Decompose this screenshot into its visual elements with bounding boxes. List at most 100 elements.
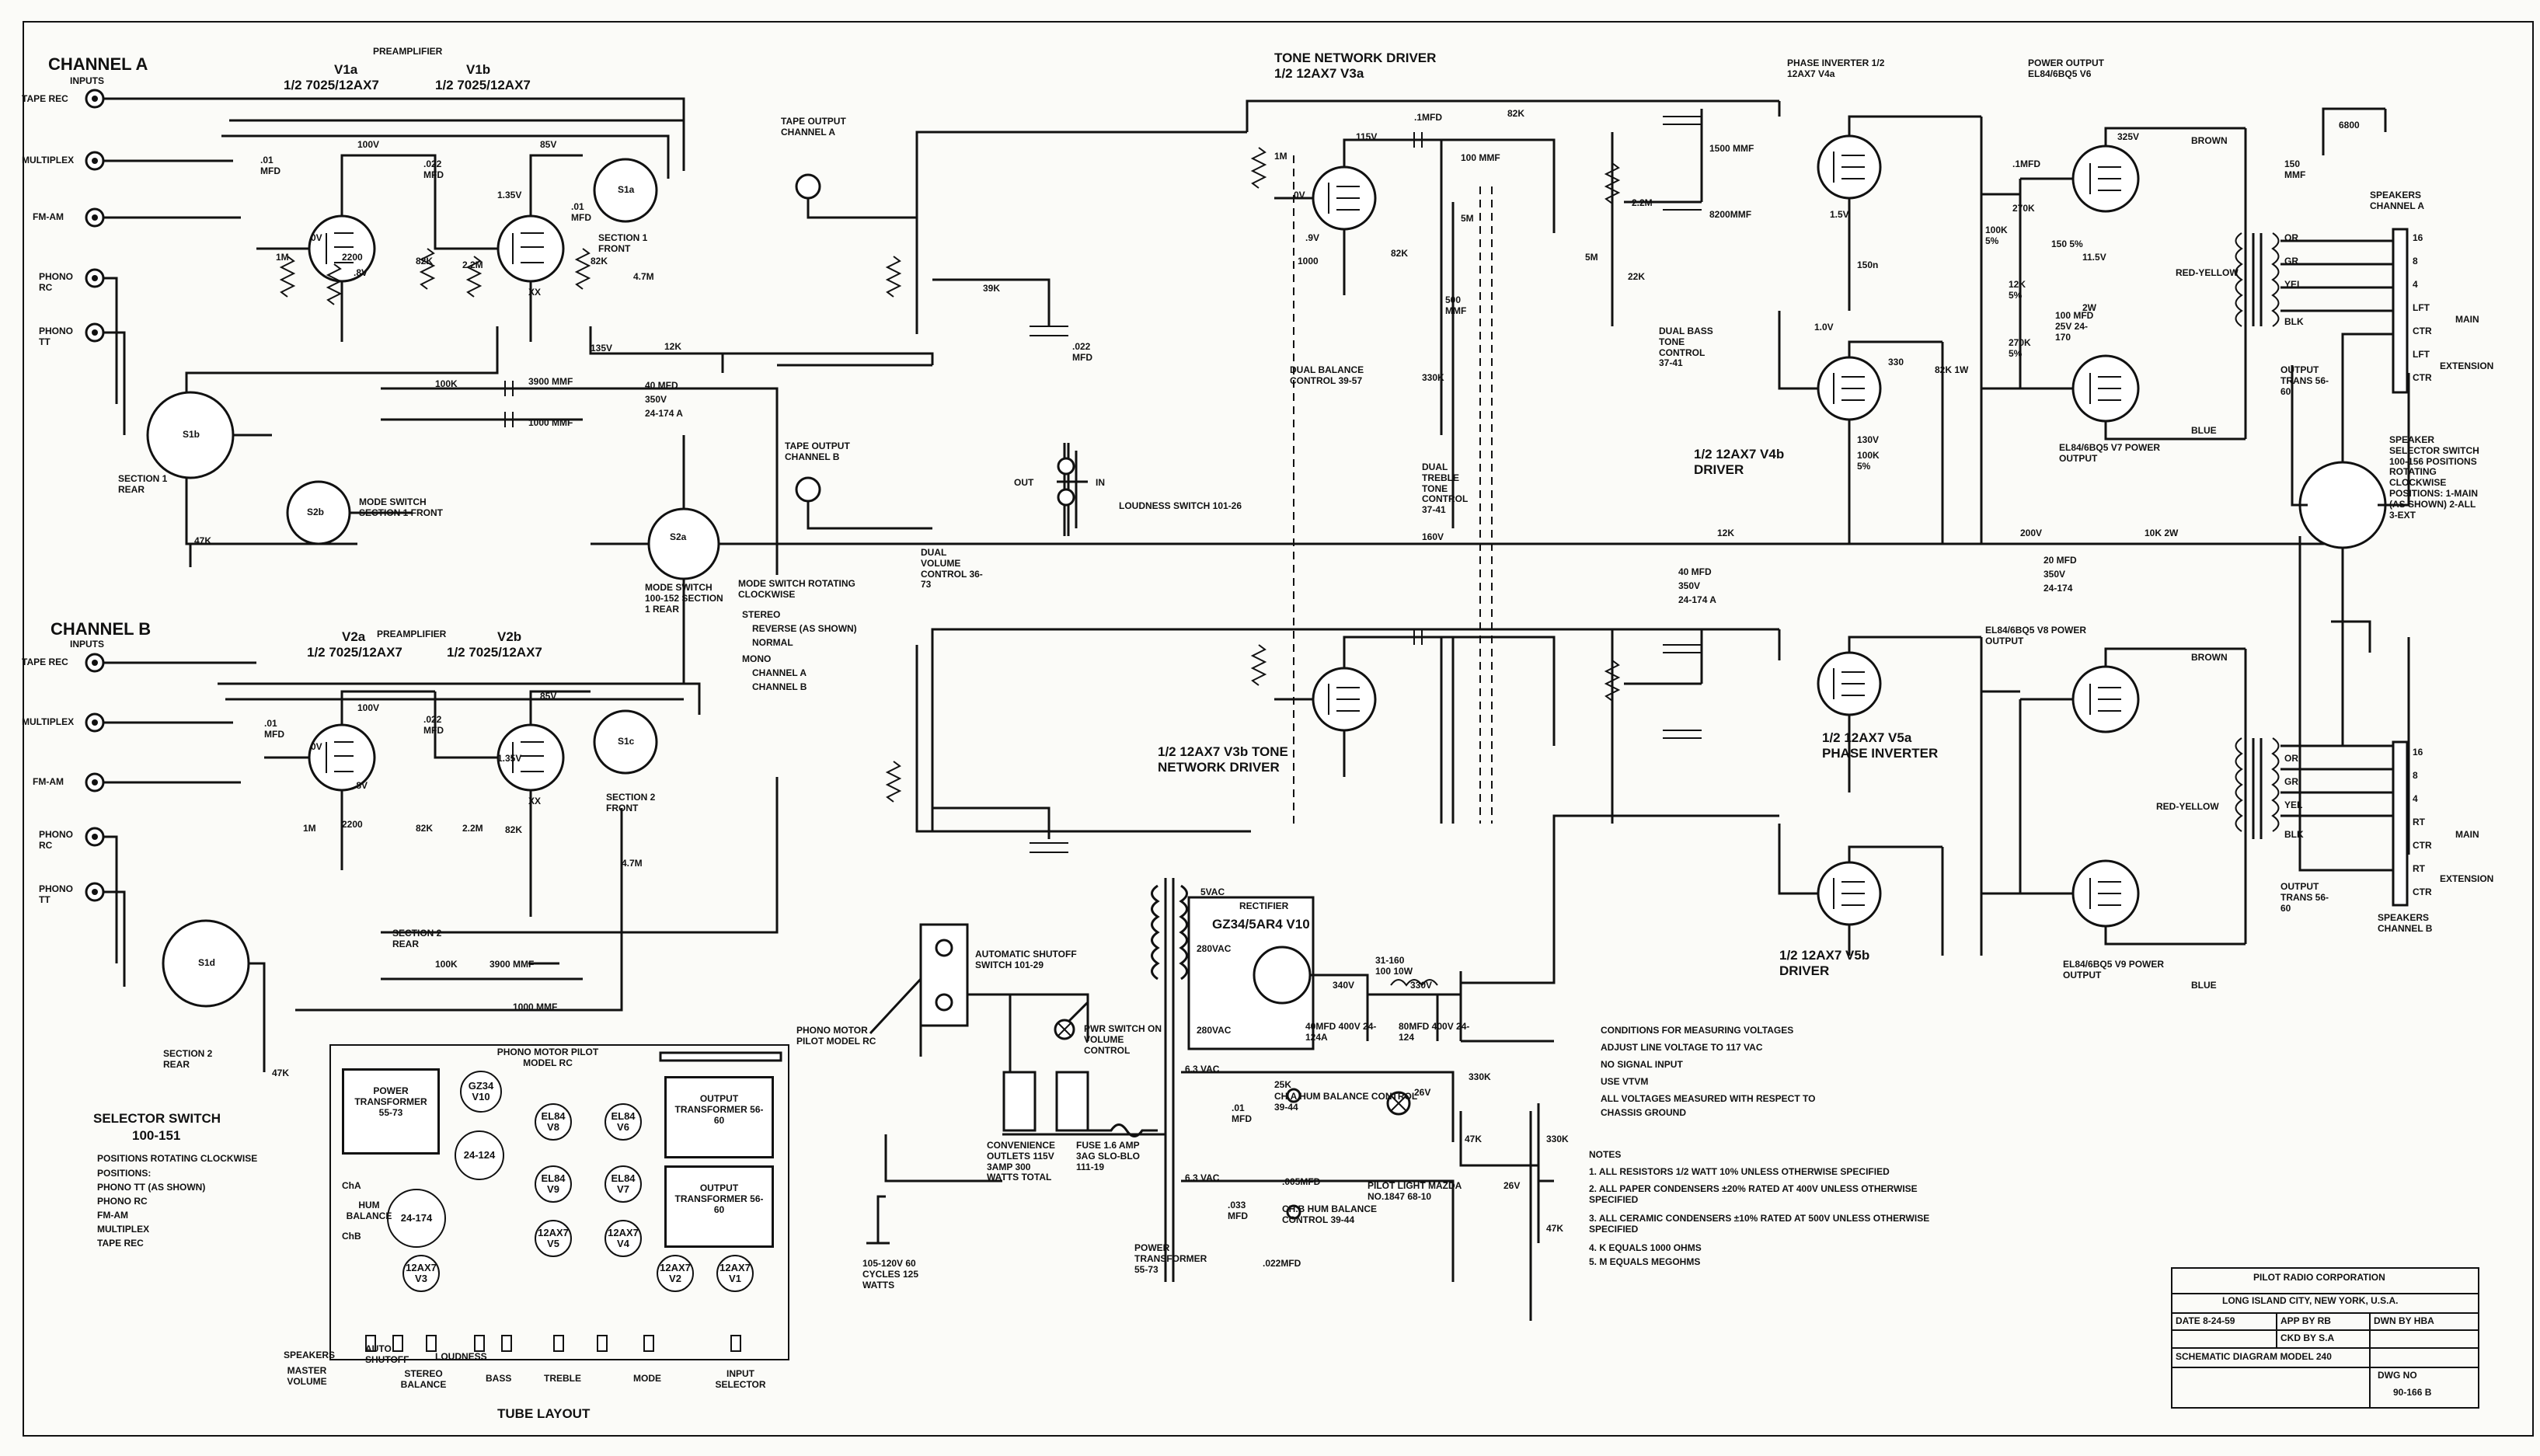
tube-v1b: [497, 214, 565, 283]
knob-bass[interactable]: [553, 1335, 564, 1352]
spk-b-16[interactable]: 16: [2413, 747, 2423, 758]
channel-a-input-phono-rc[interactable]: PHONO RC: [39, 271, 74, 293]
notes-title: NOTES: [1589, 1149, 1622, 1160]
r-tone-a3: 2.2M: [1632, 197, 1653, 208]
selector-line-7: TAPE REC: [97, 1238, 144, 1249]
c-20mfd: 20 MFD: [2043, 555, 2077, 566]
knob-treble[interactable]: [597, 1335, 608, 1352]
layout-tube-v8: EL84 V8: [535, 1103, 572, 1141]
v1b-cathode-v: 1.35V: [497, 190, 522, 200]
c-40mfd: 40 MFD: [645, 380, 678, 391]
spk-b-rt-ext[interactable]: RT: [2413, 863, 2425, 874]
spk-a-4[interactable]: 4: [2413, 279, 2418, 290]
speakers-b-label: SPEAKERS CHANNEL B: [2378, 912, 2433, 934]
channel-b-input-phono-tt[interactable]: PHONO TT: [39, 883, 74, 905]
c-3900-b: 3900 MMF: [490, 959, 535, 970]
knob-input-selector[interactable]: [730, 1335, 741, 1352]
v1a-cathode-v: .8V: [354, 267, 368, 278]
layout-output-transformer-2: OUTPUT TRANSFORMER 56-60: [664, 1165, 774, 1248]
channel-a-input-tape[interactable]: TAPE REC: [22, 93, 68, 104]
title-date: DATE 8-24-59: [2176, 1315, 2235, 1326]
r-47k-ps2: 47K: [1546, 1223, 1564, 1234]
automatic-shutoff-label[interactable]: AUTOMATIC SHUTOFF SWITCH 101-29: [975, 949, 1077, 970]
wire-yel-a: YEL: [2284, 279, 2303, 290]
channel-b-rear-section: SECTION 2 REAR: [392, 928, 442, 949]
knob-master-volume[interactable]: [426, 1335, 437, 1352]
r-100k-a: 100K: [435, 378, 458, 389]
fuse-label: FUSE 1.6 AMP 3AG SLO-BLO 111-19: [1076, 1140, 1141, 1172]
conditions-line-4: ALL VOLTAGES MEASURED WITH RESPECT TO: [1601, 1093, 1816, 1104]
c-01-ps: .01 MFD: [1232, 1102, 1252, 1124]
mode-pos-mono: MONO: [742, 653, 772, 664]
c-out-a: .01 MFD: [571, 201, 591, 223]
conditions-title: CONDITIONS FOR MEASURING VOLTAGES: [1601, 1025, 1794, 1036]
r-tone-a1: 82K: [1507, 108, 1525, 119]
pwr-switch-label[interactable]: PWR SWITCH ON VOLUME CONTROL: [1084, 1023, 1162, 1056]
r-tone-a8: 1000: [1298, 256, 1319, 266]
channel-a-input-multiplex[interactable]: MULTIPLEX: [22, 155, 75, 165]
control-stereo-balance: STEREO BALANCE: [400, 1368, 447, 1390]
r-out-a: 4.7M: [633, 271, 654, 282]
knob-speakers[interactable]: [365, 1335, 376, 1352]
channel-b-input-multiplex[interactable]: MULTIPLEX: [22, 716, 75, 727]
v1a-grid-v: 0V: [311, 232, 322, 243]
control-auto-shutoff: AUTO SHUTOFF: [365, 1343, 409, 1365]
layout-cap-24-124: 24-124: [455, 1130, 504, 1180]
c-150mmf: 150 MMF: [2284, 158, 2306, 180]
layout-tube-v1: 12AX7 V1: [716, 1255, 754, 1292]
channel-b-input-fmam[interactable]: FM-AM: [33, 776, 64, 787]
mode-pos-reverse: REVERSE (AS SHOWN): [752, 623, 857, 634]
spk-a-ctr[interactable]: CTR: [2413, 326, 2432, 336]
selector-line-1: POSITIONS ROTATING CLOCKWISE: [97, 1153, 258, 1164]
spk-a-lft[interactable]: LFT: [2413, 302, 2430, 313]
channel-a-input-fmam[interactable]: FM-AM: [33, 211, 64, 222]
v3a-grid: 0V: [1294, 190, 1305, 200]
switch-s1a: [593, 158, 658, 223]
r-out-4: 12K 5%: [2009, 279, 2026, 301]
spk-a-ctr-ext[interactable]: CTR: [2413, 372, 2432, 383]
layout-cha[interactable]: ChA: [342, 1180, 361, 1191]
knob-balance[interactable]: [501, 1335, 512, 1352]
c-tone-a4: 8200MMF: [1709, 209, 1752, 220]
channel-b-input-phono-rc[interactable]: PHONO RC: [39, 829, 74, 851]
v-330: 330V: [1410, 980, 1433, 991]
channel-b-input-tape[interactable]: TAPE REC: [22, 657, 68, 667]
wire-blk-b: BLK: [2284, 829, 2304, 840]
spk-b-4[interactable]: 4: [2413, 793, 2418, 804]
channel-b-tube-a: V2a: [342, 629, 366, 644]
title-address: LONG ISLAND CITY, NEW YORK, U.S.A.: [2222, 1295, 2399, 1306]
rectifier-tube: GZ34/5AR4 V10: [1212, 917, 1310, 932]
channel-a-input-phono-tt[interactable]: PHONO TT: [39, 326, 74, 347]
layout-chb[interactable]: ChB: [342, 1231, 361, 1242]
title-dwg-label: DWG NO: [2378, 1370, 2417, 1381]
r-39k-a: 39K: [983, 283, 1001, 294]
spk-a-16[interactable]: 16: [2413, 232, 2423, 243]
tube-layout-box: [329, 1044, 789, 1360]
hum-balance-a: CH.A HUM BALANCE CONTROL 39-44: [1274, 1091, 1417, 1113]
wire-or-a: OR: [2284, 232, 2298, 243]
title-dwn-by: DWN BY HBA: [2374, 1315, 2434, 1326]
choke-resistor: 31-160 100 10W: [1375, 955, 1413, 977]
spk-b-rt[interactable]: RT: [2413, 817, 2425, 827]
spk-b-8[interactable]: 8: [2413, 770, 2418, 781]
filter-cap-1: 40MFD 400V 24-124A: [1305, 1021, 1377, 1043]
conditions-line-1: ADJUST LINE VOLTAGE TO 117 VAC: [1601, 1042, 1763, 1053]
note-4: 4. K EQUALS 1000 OHMS: [1589, 1242, 1702, 1253]
speaker-selector-label: SPEAKER SELECTOR SWITCH 100-156 POSITION…: [2389, 434, 2479, 521]
spk-b-ctr-ext[interactable]: CTR: [2413, 886, 2432, 897]
tape-output-b-label: TAPE OUTPUT CHANNEL B: [785, 441, 850, 462]
knob-auto-shutoff[interactable]: [392, 1335, 403, 1352]
wire-red-yellow-a: RED-YELLOW: [2176, 267, 2239, 278]
layout-output-transformer-2-label: OUTPUT TRANSFORMER 56-60: [674, 1183, 764, 1215]
c-tone-a5: 500 MMF: [1445, 294, 1467, 316]
v1b-plate-voltage: 85V: [540, 139, 557, 150]
selector-line-2: POSITIONS:: [97, 1168, 152, 1179]
spk-a-main: MAIN: [2455, 314, 2479, 325]
spk-b-ctr[interactable]: CTR: [2413, 840, 2432, 851]
wire-yel-b: YEL: [2284, 799, 2303, 810]
knob-loudness[interactable]: [474, 1335, 485, 1352]
channel-b-input-jacks: [85, 653, 105, 902]
spk-a-8[interactable]: 8: [2413, 256, 2418, 266]
spk-a-lft-ext[interactable]: LFT: [2413, 349, 2430, 360]
knob-mode[interactable]: [643, 1335, 654, 1352]
